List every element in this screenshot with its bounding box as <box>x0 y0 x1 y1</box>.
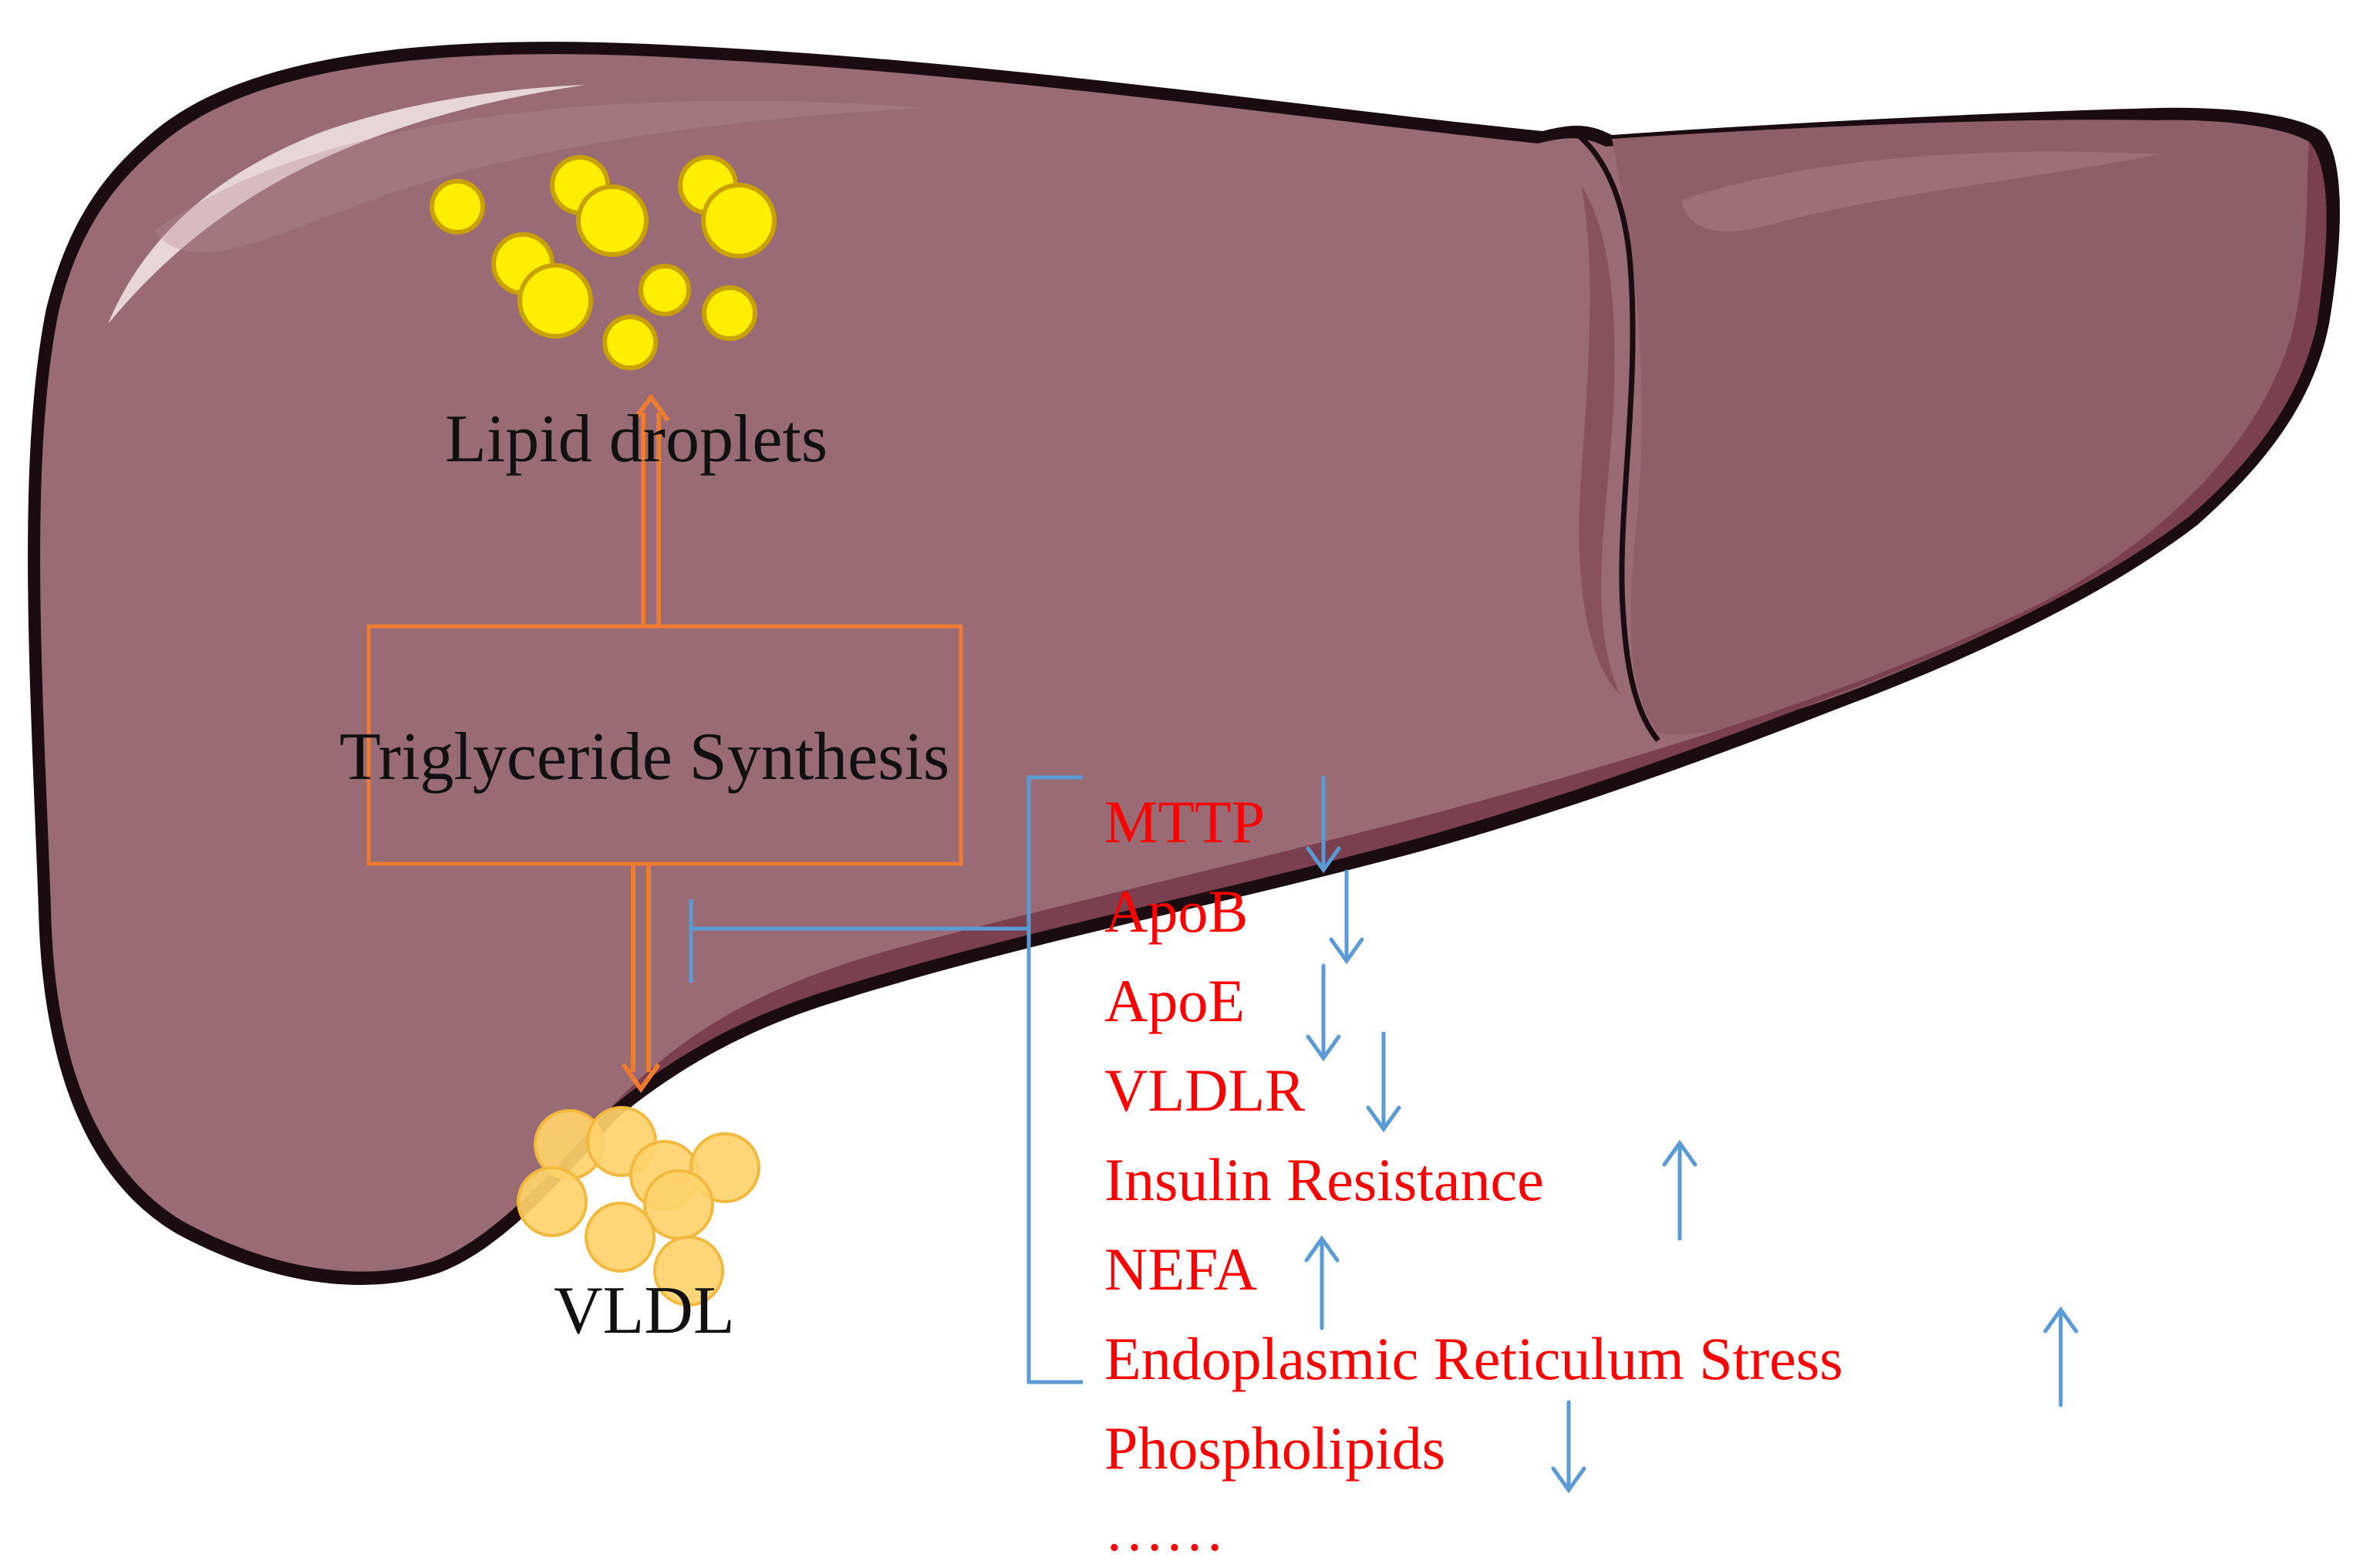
vldl-particle <box>653 1236 724 1307</box>
arrow-down-icon <box>1551 1400 1586 1494</box>
liver-lobe-divider <box>1571 129 1660 743</box>
vldl-particle <box>643 1169 714 1240</box>
vldl-particle <box>517 1166 588 1237</box>
factor-label-apob: ApoB <box>1104 878 1248 945</box>
lipid-droplet <box>517 263 593 339</box>
factor-label-ellipsis: …… <box>1104 1496 1225 1563</box>
arrow-down-icon <box>1366 1031 1401 1133</box>
arrow-down-icon <box>1329 869 1364 965</box>
liver-lobe-highlight <box>1681 151 2159 231</box>
lipid-droplet <box>701 183 777 258</box>
vldl-particle-cluster <box>517 1106 760 1307</box>
arrow-up-icon <box>1304 1235 1340 1330</box>
lipid-droplet <box>576 184 649 257</box>
synthesis-to-vldl-arrow <box>621 865 661 1094</box>
direction-arrows <box>1304 775 2078 1494</box>
lipid-droplet <box>430 179 485 234</box>
factor-list: MTTP ApoB ApoE VLDLR Insulin Resistance … <box>1104 788 1843 1563</box>
lipid-droplet <box>602 315 658 370</box>
factor-label-phospholipids: Phospholipids <box>1104 1415 1445 1482</box>
liver-soft-highlight <box>154 100 925 253</box>
lipid-droplets-label: Lipid droplets <box>445 402 828 477</box>
factor-label-er-stress: Endoplasmic Reticulum Stress <box>1104 1325 1843 1392</box>
factor-label-vldlr: VLDLR <box>1104 1057 1305 1124</box>
liver-inner-shadow <box>1579 185 1620 694</box>
factor-label-insulin-resistance: Insulin Resistance <box>1104 1146 1544 1213</box>
triglyceride-synthesis-box <box>366 624 963 866</box>
lipid-droplet <box>702 285 757 341</box>
triglyceride-synthesis-label: Triglyceride Synthesis <box>339 720 949 794</box>
arrow-down-icon <box>1306 963 1341 1062</box>
inhibition-bracket <box>689 775 1083 1384</box>
vldl-particle <box>585 1202 656 1273</box>
synthesis-to-droplets-arrow <box>632 393 670 625</box>
liver-right-lobe <box>1612 120 2327 734</box>
vldl-label: VLDL <box>554 1273 735 1348</box>
factor-label-apoe: ApoE <box>1104 967 1245 1034</box>
lipid-droplet <box>639 264 691 316</box>
bracket-line <box>1026 775 1083 1384</box>
lipid-droplet-cluster <box>430 155 777 370</box>
liver-highlight <box>108 85 586 324</box>
vldl-particle <box>689 1132 760 1203</box>
arrow-up-icon <box>1662 1139 1697 1241</box>
arrow-up-icon <box>2043 1306 2078 1408</box>
factor-label-nefa: NEFA <box>1104 1236 1257 1303</box>
arrow-down-icon <box>1306 775 1341 874</box>
factor-label-mttp: MTTP <box>1104 788 1265 855</box>
